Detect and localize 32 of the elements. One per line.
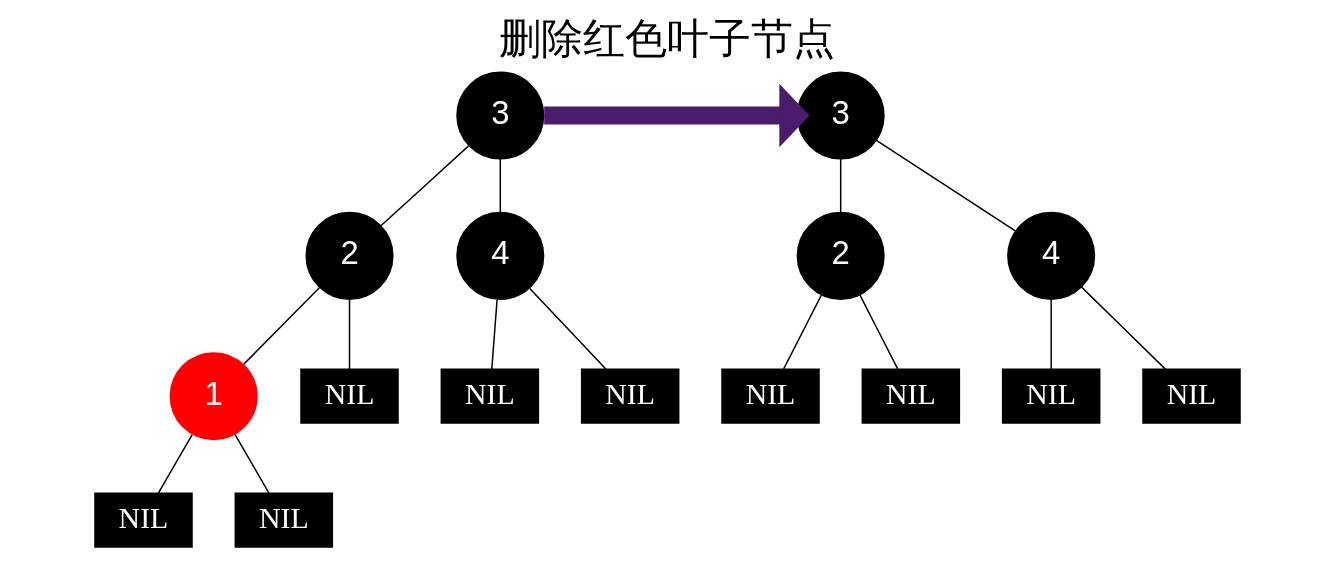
node-circle: 3 xyxy=(796,71,885,160)
connector xyxy=(379,145,469,227)
node-circle: 2 xyxy=(304,211,394,300)
arrow xyxy=(543,83,810,148)
node-circle: 3 xyxy=(455,71,544,160)
node-circle: 2 xyxy=(796,211,885,300)
connector xyxy=(1080,286,1166,370)
node-box: NIL xyxy=(93,492,193,548)
node-box: NIL xyxy=(1141,368,1241,424)
connector xyxy=(242,287,320,366)
node-circle: 1 xyxy=(169,352,258,441)
connector xyxy=(875,139,1016,232)
connector xyxy=(839,158,841,213)
node-box: NIL xyxy=(580,368,679,424)
node-box: NIL xyxy=(234,492,333,548)
connector xyxy=(348,298,350,370)
node-box: NIL xyxy=(299,368,399,424)
node-box: NIL xyxy=(861,368,960,424)
node-circle: 4 xyxy=(1006,211,1095,300)
node-box: NIL xyxy=(1001,368,1100,424)
connector xyxy=(499,158,501,213)
diagram-title: 删除红色叶子节点 xyxy=(499,14,835,64)
connector xyxy=(528,287,607,370)
connector xyxy=(1049,298,1052,370)
connector xyxy=(233,433,270,494)
connector xyxy=(782,294,822,370)
connector xyxy=(858,294,898,370)
node-box: NIL xyxy=(440,368,539,424)
node-circle: 4 xyxy=(455,211,544,300)
node-box: NIL xyxy=(720,368,820,424)
connector xyxy=(490,298,498,370)
connector xyxy=(157,433,193,494)
